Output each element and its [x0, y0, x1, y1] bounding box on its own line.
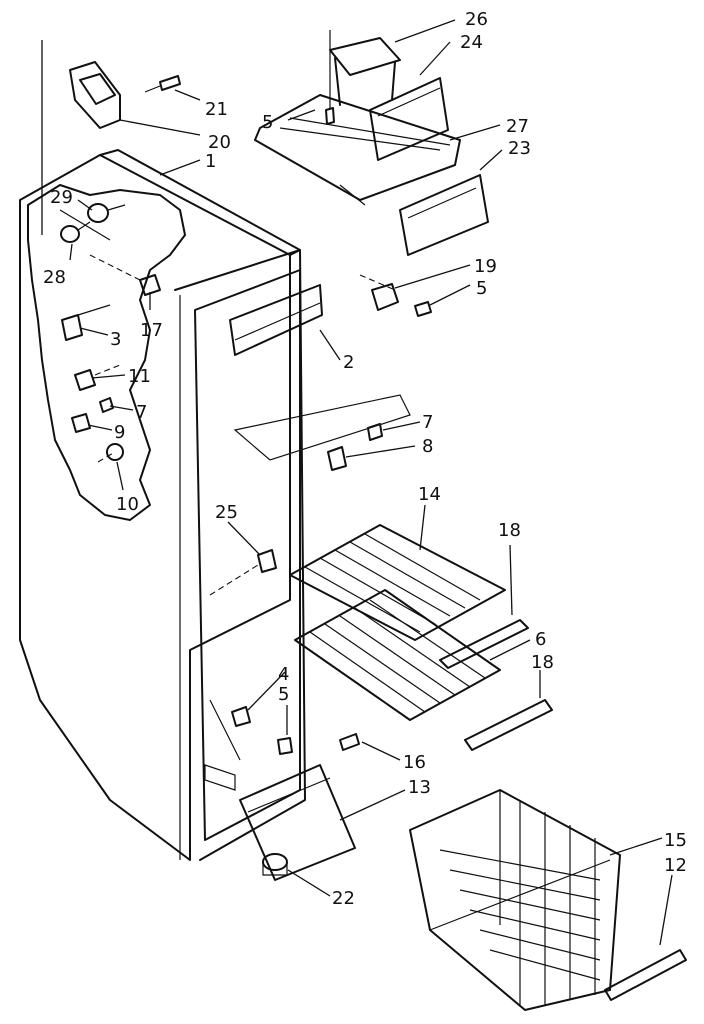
part-23-panel [399, 174, 489, 256]
callout-19: 19 [474, 256, 497, 277]
part-24-bucket-front [369, 77, 449, 161]
part-18-trim-upper [439, 619, 529, 669]
part-9-clip [71, 413, 91, 433]
part-7-clip-center [367, 423, 383, 441]
callout-26: 26 [465, 9, 488, 30]
callout-17: 17 [140, 320, 163, 341]
callout-1: 1 [205, 151, 216, 172]
callout-24: 24 [460, 32, 483, 53]
callout-21: 21 [205, 99, 228, 120]
callout-4: 4 [278, 664, 289, 685]
part-12-stop [604, 949, 687, 1001]
callout-16: 16 [403, 752, 426, 773]
callout-29: 29 [50, 187, 73, 208]
part-2-cover [229, 284, 323, 356]
part-3-switch [61, 304, 111, 341]
part-21-screw [144, 75, 181, 93]
template-center [233, 394, 411, 461]
part-28-bulb [60, 221, 91, 243]
part-16-screw [339, 733, 360, 751]
callout-18-upper: 18 [498, 520, 521, 541]
callout-5-lower: 5 [278, 684, 289, 705]
part-4-bracket [231, 706, 251, 727]
part-25-clip [209, 549, 277, 596]
part-14-wire-shelf-upper [289, 524, 506, 641]
part-8-clip [327, 446, 347, 471]
part-27-shelf-tray [254, 94, 461, 206]
callout-20: 20 [208, 132, 231, 153]
callout-23: 23 [508, 138, 531, 159]
part-20-handle-bracket [69, 61, 121, 129]
callout-9: 9 [114, 422, 125, 443]
part-5-screw-lower [277, 737, 293, 755]
callout-7-left: 7 [136, 402, 147, 423]
part-18-trim-lower [464, 699, 553, 751]
callout-15: 15 [664, 830, 687, 851]
part-13-kickplate [239, 764, 356, 881]
callout-22: 22 [332, 888, 355, 909]
part-19-bracket [359, 274, 399, 311]
leader-lines [69, 19, 673, 946]
callout-27: 27 [506, 116, 529, 137]
part-5-screw-19 [414, 301, 432, 317]
callout-10: 10 [116, 494, 139, 515]
callout-13: 13 [408, 777, 431, 798]
part-14-wire-shelf-lower [294, 589, 501, 721]
callout-28: 28 [43, 267, 66, 288]
callout-8: 8 [422, 436, 433, 457]
callout-6: 6 [535, 629, 546, 650]
part-5-screw-tray [325, 30, 335, 125]
part-11-clip [74, 364, 121, 391]
callout-3: 3 [110, 329, 121, 350]
callout-5-19: 5 [476, 278, 487, 299]
callout-labels: 26 24 21 20 5 27 23 1 29 28 19 5 17 3 2 … [43, 9, 687, 909]
part-22-foot [262, 853, 288, 876]
callout-11: 11 [128, 366, 151, 387]
part-29-light-socket [87, 203, 126, 223]
callout-18-lower: 18 [531, 652, 554, 673]
callout-2: 2 [343, 352, 354, 373]
part-7-clip-upper [99, 397, 114, 413]
part-10-knob [97, 443, 124, 463]
part-15-wire-basket [409, 789, 621, 1011]
part-17-clip [89, 254, 161, 296]
callout-5-tray: 5 [262, 112, 273, 133]
callout-25: 25 [215, 502, 238, 523]
part-26-bucket-frame [329, 37, 401, 106]
callout-7-center: 7 [422, 412, 433, 433]
freezer-liner [19, 149, 306, 861]
callout-14: 14 [418, 484, 441, 505]
callout-12: 12 [664, 855, 687, 876]
